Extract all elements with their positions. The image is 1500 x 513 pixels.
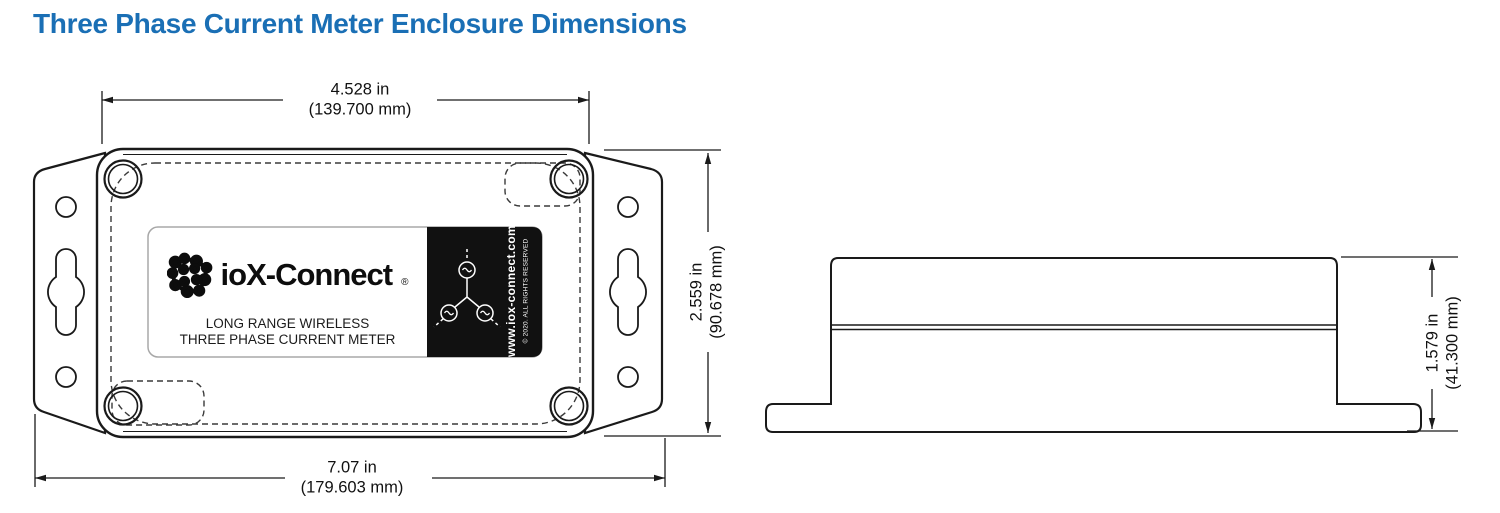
mounting-tab-right (583, 151, 664, 435)
screw-boss-bottom-left (111, 380, 205, 426)
label-website: www.iox-connect.com (504, 225, 518, 357)
dim-mm: (139.700 mm) (308, 100, 412, 118)
mounting-tab-left (32, 151, 107, 435)
label-product-line1: LONG RANGE WIRELESS (205, 316, 370, 331)
dim-inches: 2.559 in (687, 262, 706, 322)
iox-connect-logo-icon (166, 252, 212, 298)
dim-side-height-lines (1341, 256, 1458, 432)
dim-height-lines (604, 149, 721, 437)
dim-width-top-lines (101, 91, 590, 144)
dim-width-top-text: 4.528 in (139.700 mm) (309, 81, 412, 120)
dim-mm: (179.603 mm) (300, 478, 404, 496)
three-phase-source-icon (433, 249, 501, 328)
screw-boss-top-right (504, 162, 581, 207)
dim-width-bottom-lines (34, 414, 666, 487)
tab-hole (55, 196, 77, 218)
lid-seam-lines (831, 324, 1337, 331)
tab-hole (617, 196, 639, 218)
tab-hole (55, 366, 77, 388)
dim-side-height-text: 1.579 in (41.300 mm) (1424, 296, 1463, 390)
keyhole-slot (47, 248, 85, 336)
dim-height-text: 2.559 in (90.678 mm) (688, 245, 727, 339)
corner-screws (103, 159, 589, 426)
dim-inches: 7.07 in (327, 458, 377, 477)
dim-mm: (90.678 mm) (707, 245, 725, 339)
dim-width-bottom-text: 7.07 in (179.603 mm) (301, 459, 404, 498)
dim-mm: (41.300 mm) (1443, 296, 1461, 390)
label-black-panel (427, 227, 542, 357)
label-product-line2: THREE PHASE CURRENT METER (179, 331, 396, 347)
lid-hidden-outline (110, 162, 581, 426)
label-copyright: © 2020. ALL RIGHTS RESERVED (522, 238, 530, 344)
page-title: Three Phase Current Meter Enclosure Dime… (33, 8, 687, 39)
dim-inches: 1.579 in (1423, 313, 1442, 373)
screw (549, 159, 589, 199)
label-brand-row: ioX-Connect ® (148, 240, 427, 310)
screw (103, 159, 143, 199)
side-view (765, 256, 1458, 433)
top-view (32, 91, 721, 487)
dim-inches: 4.528 in (330, 80, 390, 99)
screw (549, 386, 589, 426)
screw (103, 386, 143, 426)
side-profile (765, 257, 1422, 433)
registered-trademark-mark: ® (401, 276, 409, 288)
tab-hole (617, 366, 639, 388)
keyhole-slot (609, 248, 647, 336)
label-product-description: LONG RANGE WIRELESS THREE PHASE CURRENT … (148, 316, 427, 347)
label-brand-text: ioX-Connect (220, 257, 394, 292)
product-label (147, 226, 543, 358)
